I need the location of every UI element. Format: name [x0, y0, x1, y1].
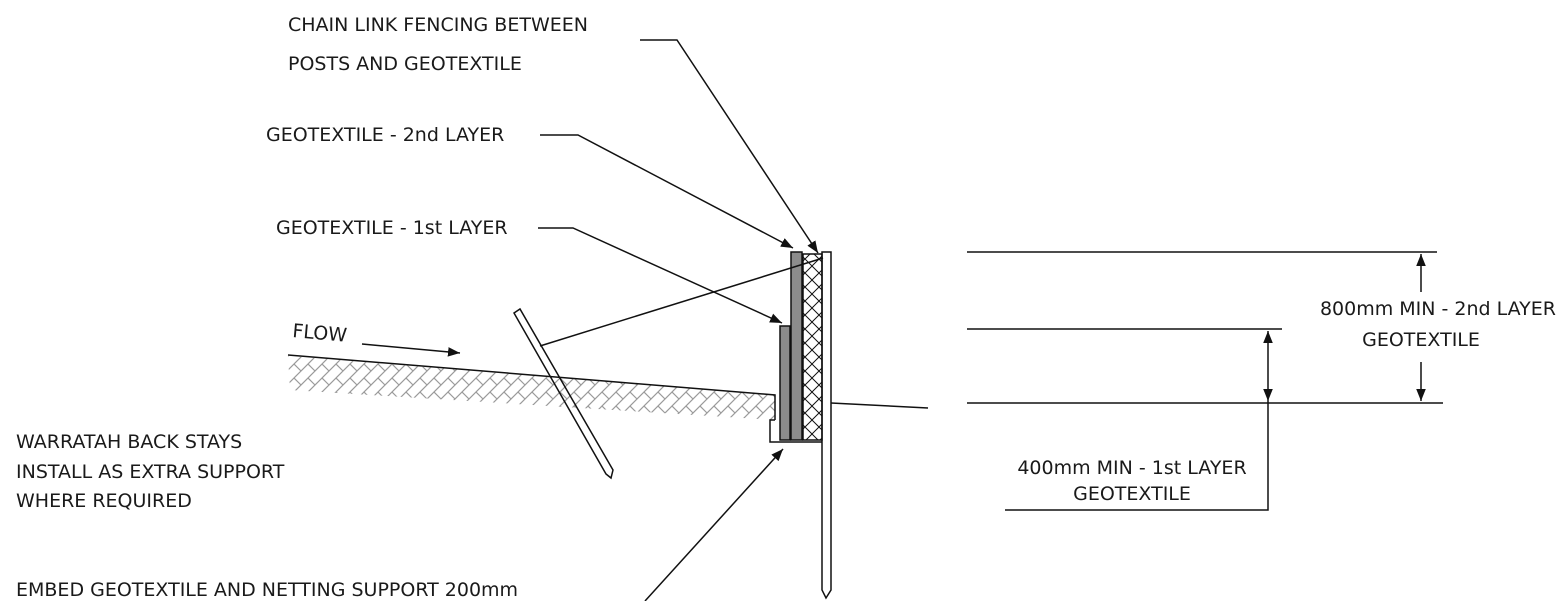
chain-link-fencing	[802, 253, 823, 441]
geotextile-2nd-leader	[540, 134, 794, 249]
downstream-ground-line	[830, 402, 929, 409]
label-embed: EMBED GEOTEXTILE AND NETTING SUPPORT 200…	[16, 579, 518, 601]
dim-400-leader	[1005, 401, 1269, 511]
geotextile-1st-layer	[779, 325, 791, 441]
embed-leader	[644, 448, 784, 601]
label-geotextile-1st: GEOTEXTILE - 1st LAYER	[276, 217, 508, 239]
label-geotextile-2nd: GEOTEXTILE - 2nd LAYER	[266, 124, 504, 146]
label-chain-link-2: POSTS AND GEOTEXTILE	[288, 53, 522, 75]
label-dim-800-1: 800mm MIN - 2nd LAYER	[1320, 298, 1556, 320]
geotextile-1st-leader	[538, 227, 783, 324]
fence-post	[821, 251, 832, 600]
label-warratah-3: WHERE REQUIRED	[16, 490, 192, 512]
label-flow: FLOW	[292, 320, 349, 347]
back-stay-tie-line	[539, 257, 824, 347]
label-dim-400-1: 400mm MIN - 1st LAYER	[1017, 457, 1246, 479]
label-warratah-2: INSTALL AS EXTRA SUPPORT	[16, 461, 285, 483]
label-dim-400-2: GEOTEXTILE	[1073, 483, 1191, 505]
warratah-back-stay	[513, 307, 614, 480]
label-warratah-1: WARRATAH BACK STAYS	[16, 431, 242, 453]
label-chain-link-1: CHAIN LINK FENCING BETWEEN	[288, 14, 588, 36]
ground-hatch	[288, 356, 775, 420]
geotextile-2nd-layer	[790, 251, 803, 441]
label-dim-800-2: GEOTEXTILE	[1362, 329, 1480, 351]
ground-surface-line	[287, 354, 776, 420]
embed-trench	[769, 419, 822, 443]
flow-arrow	[361, 343, 461, 357]
chain-link-leader	[640, 39, 819, 254]
